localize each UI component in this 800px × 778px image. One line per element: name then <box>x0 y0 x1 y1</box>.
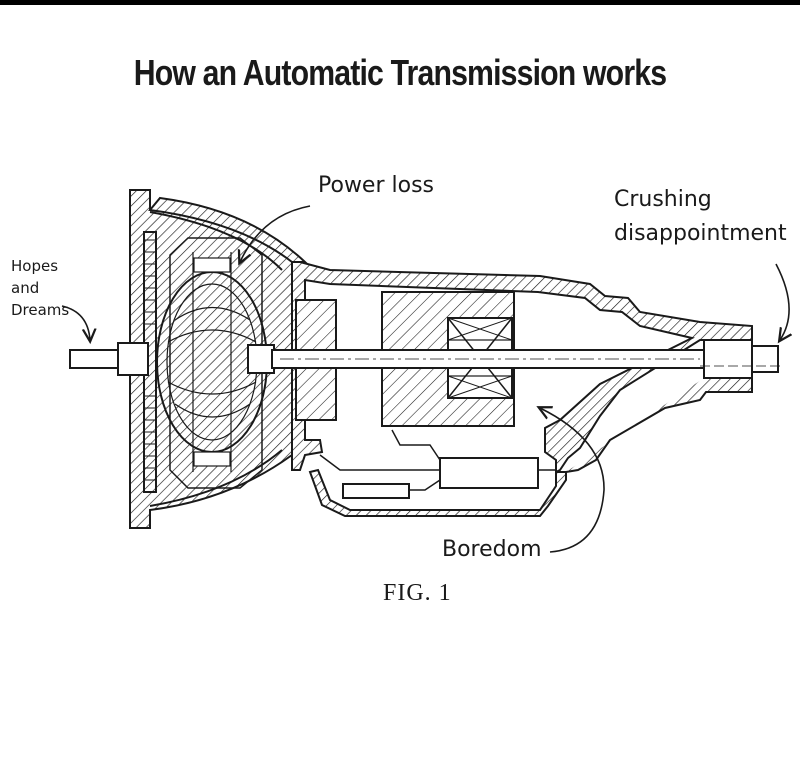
page-title: How an Automatic Transmission works <box>133 52 667 93</box>
hopes-arrow <box>61 305 90 340</box>
boredom-arrow <box>540 408 605 553</box>
filter <box>342 483 410 499</box>
label-boredom: Boredom <box>442 537 542 562</box>
label-hopes: Hopes <box>11 257 59 275</box>
oil-pan <box>308 468 567 517</box>
crushing-arrow <box>775 263 789 340</box>
label-and: and <box>11 278 40 297</box>
output-shaft <box>751 345 779 373</box>
label-crushing: Crushing <box>614 187 712 212</box>
output-housing <box>703 339 753 379</box>
power-loss-arrow <box>240 205 311 262</box>
label-disappointment: disappointment <box>614 221 787 247</box>
figure-caption: FIG. 1 <box>383 580 452 606</box>
ring-gear-teeth <box>144 239 156 481</box>
valve-body <box>439 457 539 489</box>
top-frame-bar <box>0 0 800 5</box>
label-crushing-disappointment: Crushing disappointment <box>614 183 787 251</box>
label-hopes-and-dreams: Hopes and Dreams <box>11 256 69 321</box>
label-dreams: Dreams <box>11 300 70 319</box>
label-power-loss: Power loss <box>318 173 435 198</box>
